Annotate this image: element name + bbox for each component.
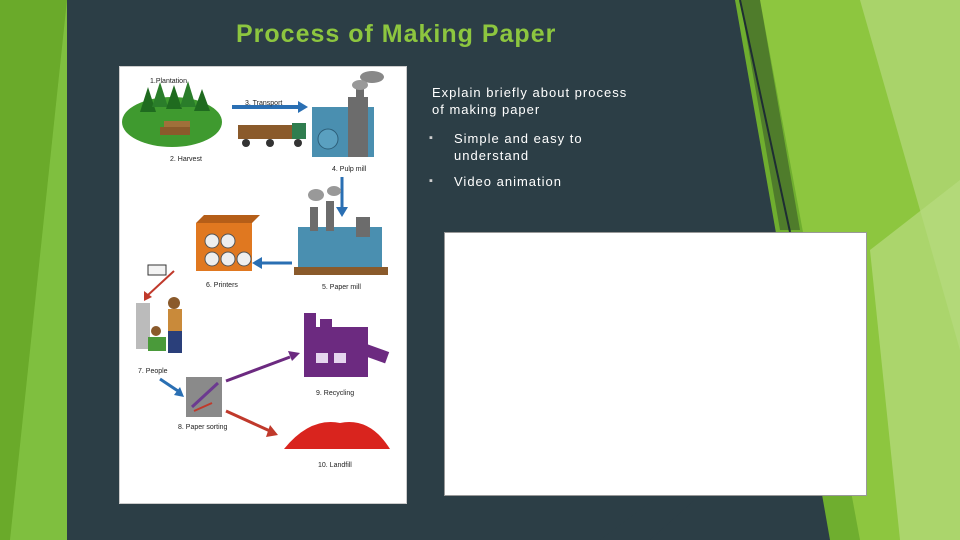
label-paper-sorting: 8. Paper sorting (178, 424, 228, 431)
video-placeholder[interactable] (444, 232, 867, 496)
recycling-illustration (304, 313, 390, 377)
label-plantation: 1.Plantation (150, 78, 187, 85)
bullet-text: Simple and easy to understand (454, 131, 583, 163)
bullet-icon: ▪ (429, 132, 434, 144)
people-illustration (136, 297, 182, 353)
label-paper-mill: 5. Paper mill (322, 284, 361, 291)
list-item: ▪ Simple and easy to understand (429, 130, 654, 164)
bullet-text: Video animation (454, 174, 562, 189)
label-recycling: 9. Recycling (316, 390, 354, 397)
intro-text: Explain briefly about process of making … (432, 85, 628, 117)
label-transport: 3. Transport (245, 100, 282, 107)
label-harvest: 2. Harvest (170, 156, 202, 163)
printers-illustration (196, 215, 260, 271)
bullet-list: ▪ Simple and easy to understand ▪ Video … (429, 130, 654, 190)
slide-title: Process of Making Paper (236, 20, 557, 48)
list-item: ▪ Video animation (429, 173, 654, 190)
label-landfill: 10. Landfill (318, 462, 352, 469)
label-people: 7. People (138, 368, 168, 375)
label-pulp-mill: 4. Pulp mill (332, 166, 367, 173)
paper-process-diagram: 1.Plantation 2. Harvest 3. Transport 4. … (119, 66, 407, 504)
paper-mill-illustration (294, 186, 388, 275)
pulp-mill-illustration (312, 71, 384, 157)
slide-content: Explain briefly about process of making … (429, 84, 654, 199)
paper-sorting-illustration (186, 377, 222, 417)
landfill-illustration (284, 422, 390, 449)
truck-illustration (238, 123, 306, 147)
label-printers: 6. Printers (206, 282, 238, 289)
bullet-icon: ▪ (429, 175, 434, 187)
plantation-illustration (122, 81, 222, 147)
